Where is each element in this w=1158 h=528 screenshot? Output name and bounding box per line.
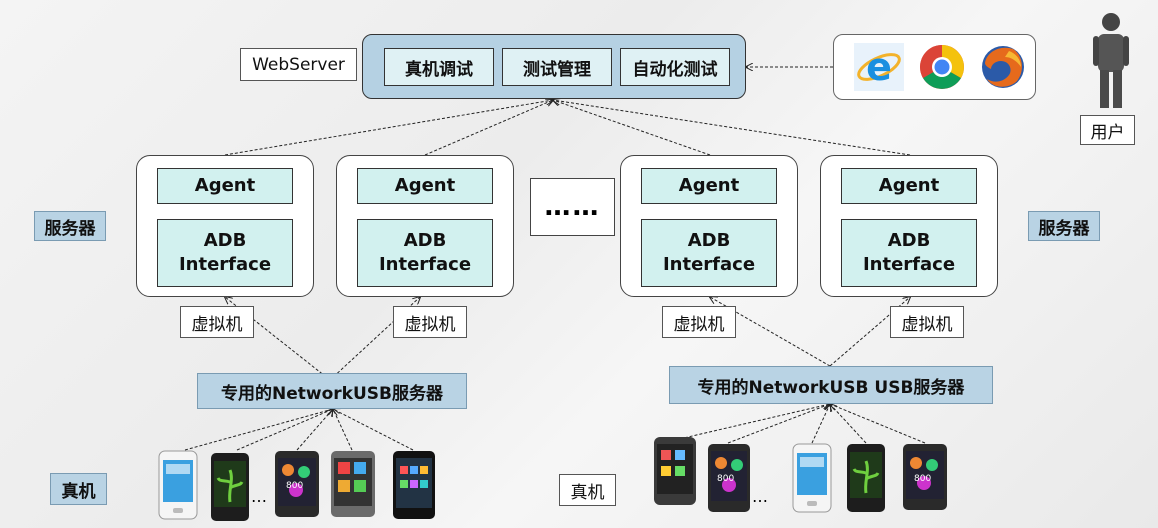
adb-interface-line1: ADB — [887, 230, 931, 251]
more-servers-ellipsis: …… — [530, 178, 615, 236]
phone-black-2 — [392, 450, 436, 524]
adb-interface-line2: Interface — [378, 254, 472, 275]
svg-text:800: 800 — [286, 481, 303, 491]
svg-text:800: 800 — [717, 474, 734, 484]
agent-2[interactable]: Agent — [357, 168, 493, 204]
server2-to-webserver-arrow — [424, 100, 553, 156]
phone-white-2 — [792, 443, 832, 517]
server4-to-webserver-arrow — [553, 100, 911, 156]
phone-gap-dots-right: … — [752, 487, 768, 506]
adb-interface-3[interactable]: ADB Interface — [641, 219, 777, 287]
phone-gray-1 — [330, 450, 376, 522]
adb-interface-1[interactable]: ADB Interface — [157, 219, 293, 287]
adb-interface-line1: ADB — [687, 230, 731, 251]
vm-label-2: 虚拟机 — [393, 306, 467, 338]
agent-3[interactable]: Agent — [641, 168, 777, 204]
phone-white-1 — [158, 450, 198, 524]
phone-htc-3: 800 — [707, 443, 751, 517]
module-automation-test[interactable]: 自动化测试 — [620, 48, 730, 86]
agent-4[interactable]: Agent — [841, 168, 977, 204]
phone-htc-1: 800 — [274, 450, 320, 522]
adb-interface-line2: Interface — [662, 254, 756, 275]
adb-interface-line1: ADB — [403, 230, 447, 251]
vm-label-3: 虚拟机 — [662, 306, 736, 338]
user-label: 用户 — [1080, 115, 1135, 145]
adb-interface-line1: ADB — [203, 230, 247, 251]
ie-icon: e — [854, 43, 904, 91]
firefox-icon — [982, 46, 1024, 88]
svg-text:800: 800 — [914, 474, 931, 484]
vm-label-4: 虚拟机 — [890, 306, 964, 338]
phone-black-1 — [210, 452, 250, 526]
server-label-left: 服务器 — [34, 211, 106, 241]
module-test-management[interactable]: 测试管理 — [502, 48, 612, 86]
server3-to-webserver-arrow — [553, 100, 711, 156]
server-label-right: 服务器 — [1028, 211, 1100, 241]
adb-interface-2[interactable]: ADB Interface — [357, 219, 493, 287]
server1-to-webserver-arrow — [224, 100, 553, 156]
usb2-to-server4-arrow — [829, 297, 910, 367]
browsers-box: e — [833, 34, 1036, 100]
adb-interface-4[interactable]: ADB Interface — [841, 219, 977, 287]
phone-htc-4: 800 — [902, 443, 948, 515]
agent-1[interactable]: Agent — [157, 168, 293, 204]
vm-label-1: 虚拟机 — [180, 306, 254, 338]
module-device-debug[interactable]: 真机调试 — [384, 48, 494, 86]
adb-interface-line2: Interface — [178, 254, 272, 275]
user-figure-icon — [1093, 13, 1129, 108]
chrome-icon — [920, 45, 964, 89]
network-usb-server-right: 专用的NetworkUSB USB服务器 — [669, 366, 993, 404]
phone-htc-2 — [653, 436, 697, 510]
svg-text:e: e — [866, 45, 892, 89]
webserver-label: WebServer — [240, 48, 357, 81]
network-usb-server-left: 专用的NetworkUSB服务器 — [197, 373, 467, 409]
phone-black-3 — [846, 443, 886, 517]
adb-interface-line2: Interface — [862, 254, 956, 275]
device-label-right: 真机 — [559, 474, 616, 506]
phone-gap-dots-left: … — [251, 487, 267, 506]
device-label-left: 真机 — [50, 473, 107, 505]
